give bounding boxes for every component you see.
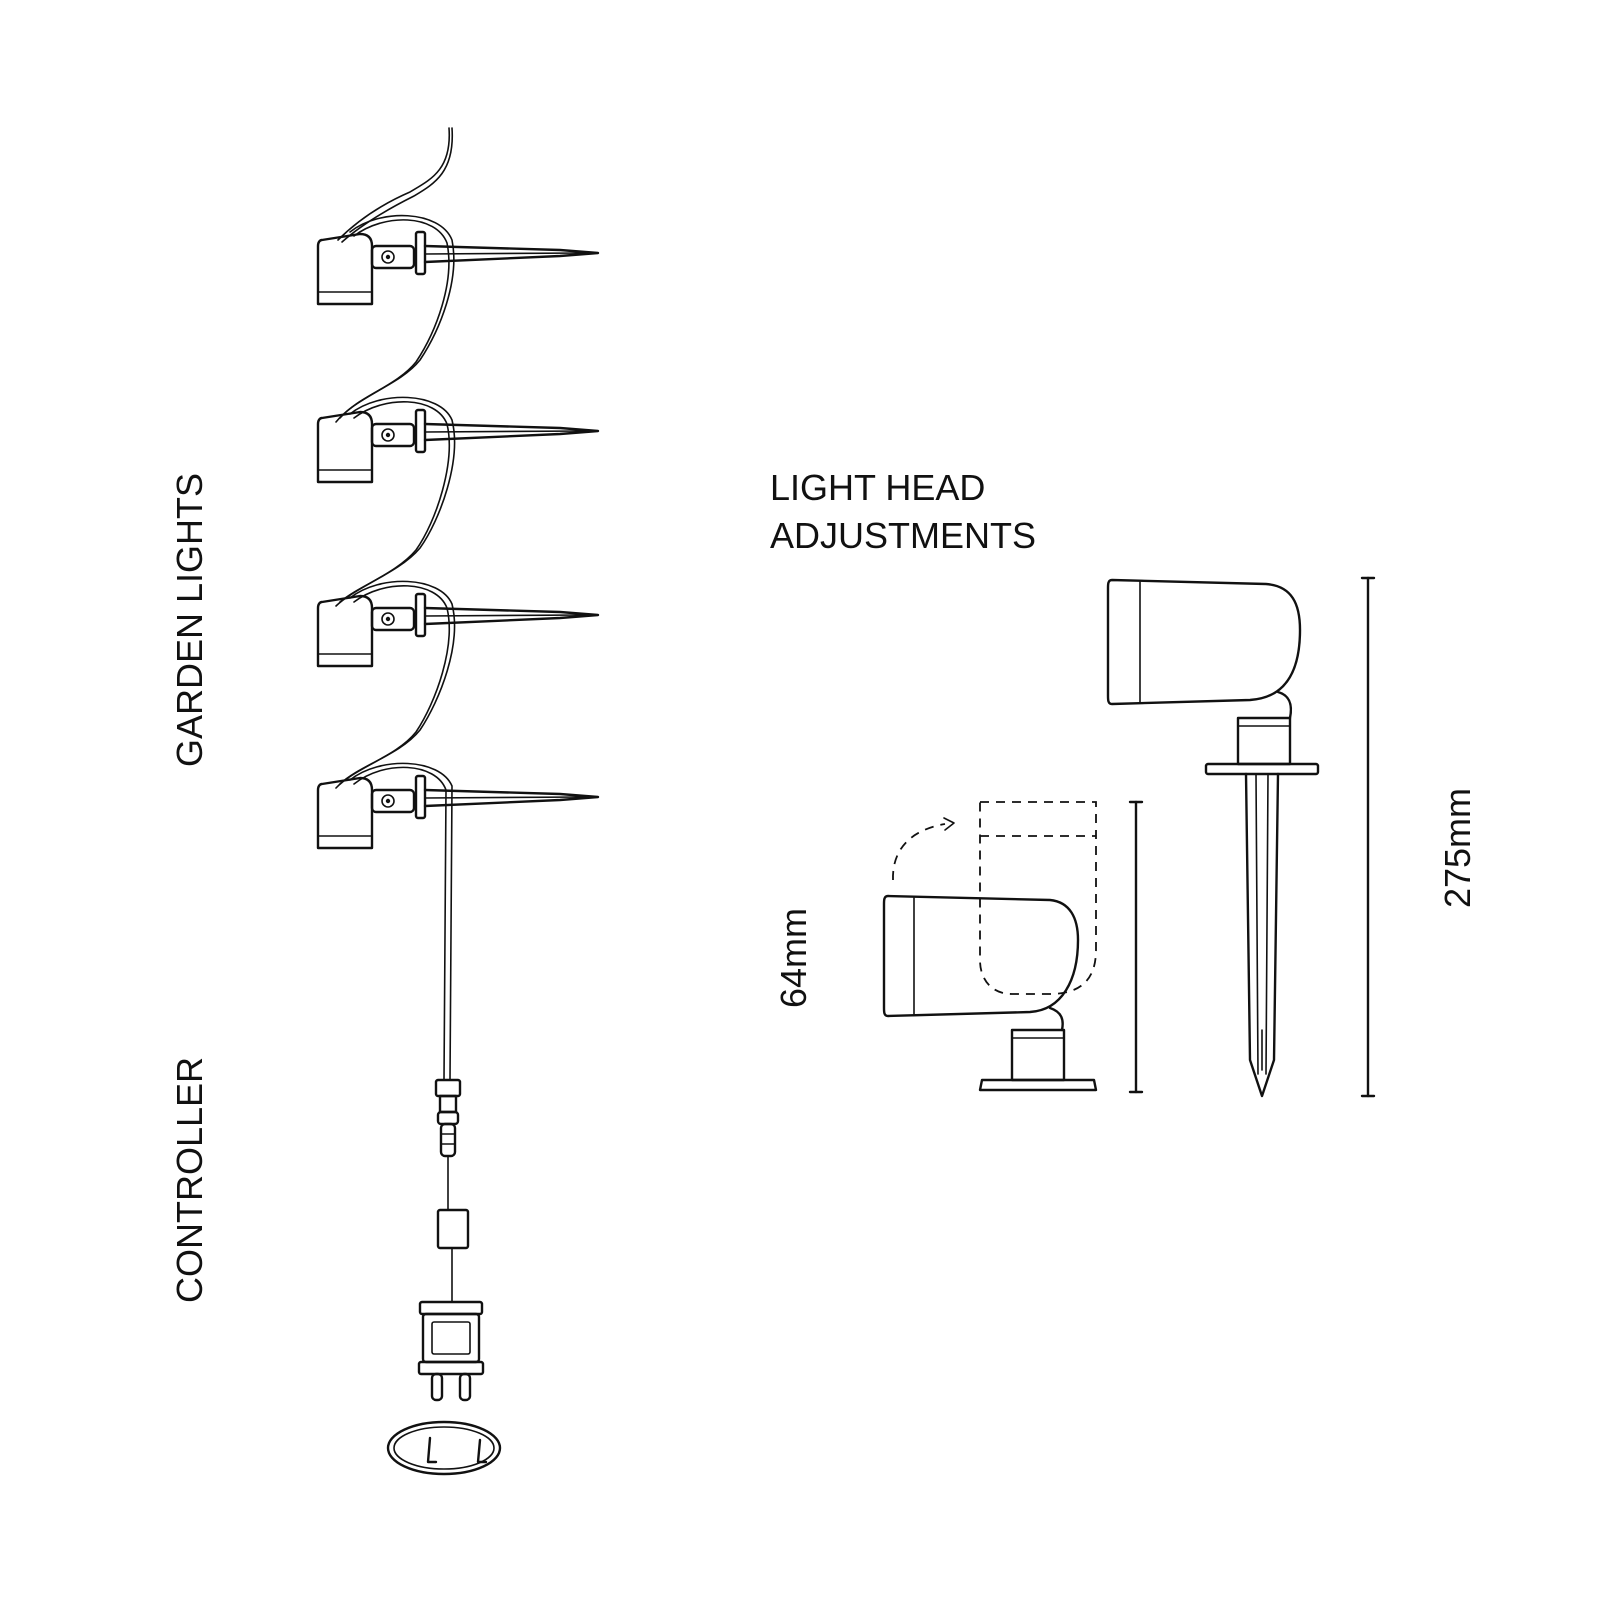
garden-light-4 [316, 774, 600, 850]
garden-light-2 [316, 408, 600, 484]
garden-light-1 [316, 230, 600, 306]
tall-light [1106, 578, 1320, 1098]
dimension-275: 275mm [1360, 576, 1478, 1098]
garden-light-3 [316, 592, 600, 668]
controller-label: CONTROLLER [169, 1057, 210, 1303]
dimension-275-label: 275mm [1437, 788, 1478, 908]
dimension-64: 64mm [773, 800, 1144, 1094]
short-light [882, 801, 1098, 1092]
light-head-title-2: ADJUSTMENTS [770, 515, 1036, 556]
light-head-title-1: LIGHT HEAD [770, 467, 985, 508]
controller-assembly [386, 1078, 502, 1476]
cable [335, 127, 456, 1081]
wall-socket [386, 1420, 502, 1476]
controller-box [436, 1208, 470, 1250]
garden-lights-label: GARDEN LIGHTS [169, 473, 210, 767]
dimension-64-label: 64mm [773, 908, 814, 1008]
